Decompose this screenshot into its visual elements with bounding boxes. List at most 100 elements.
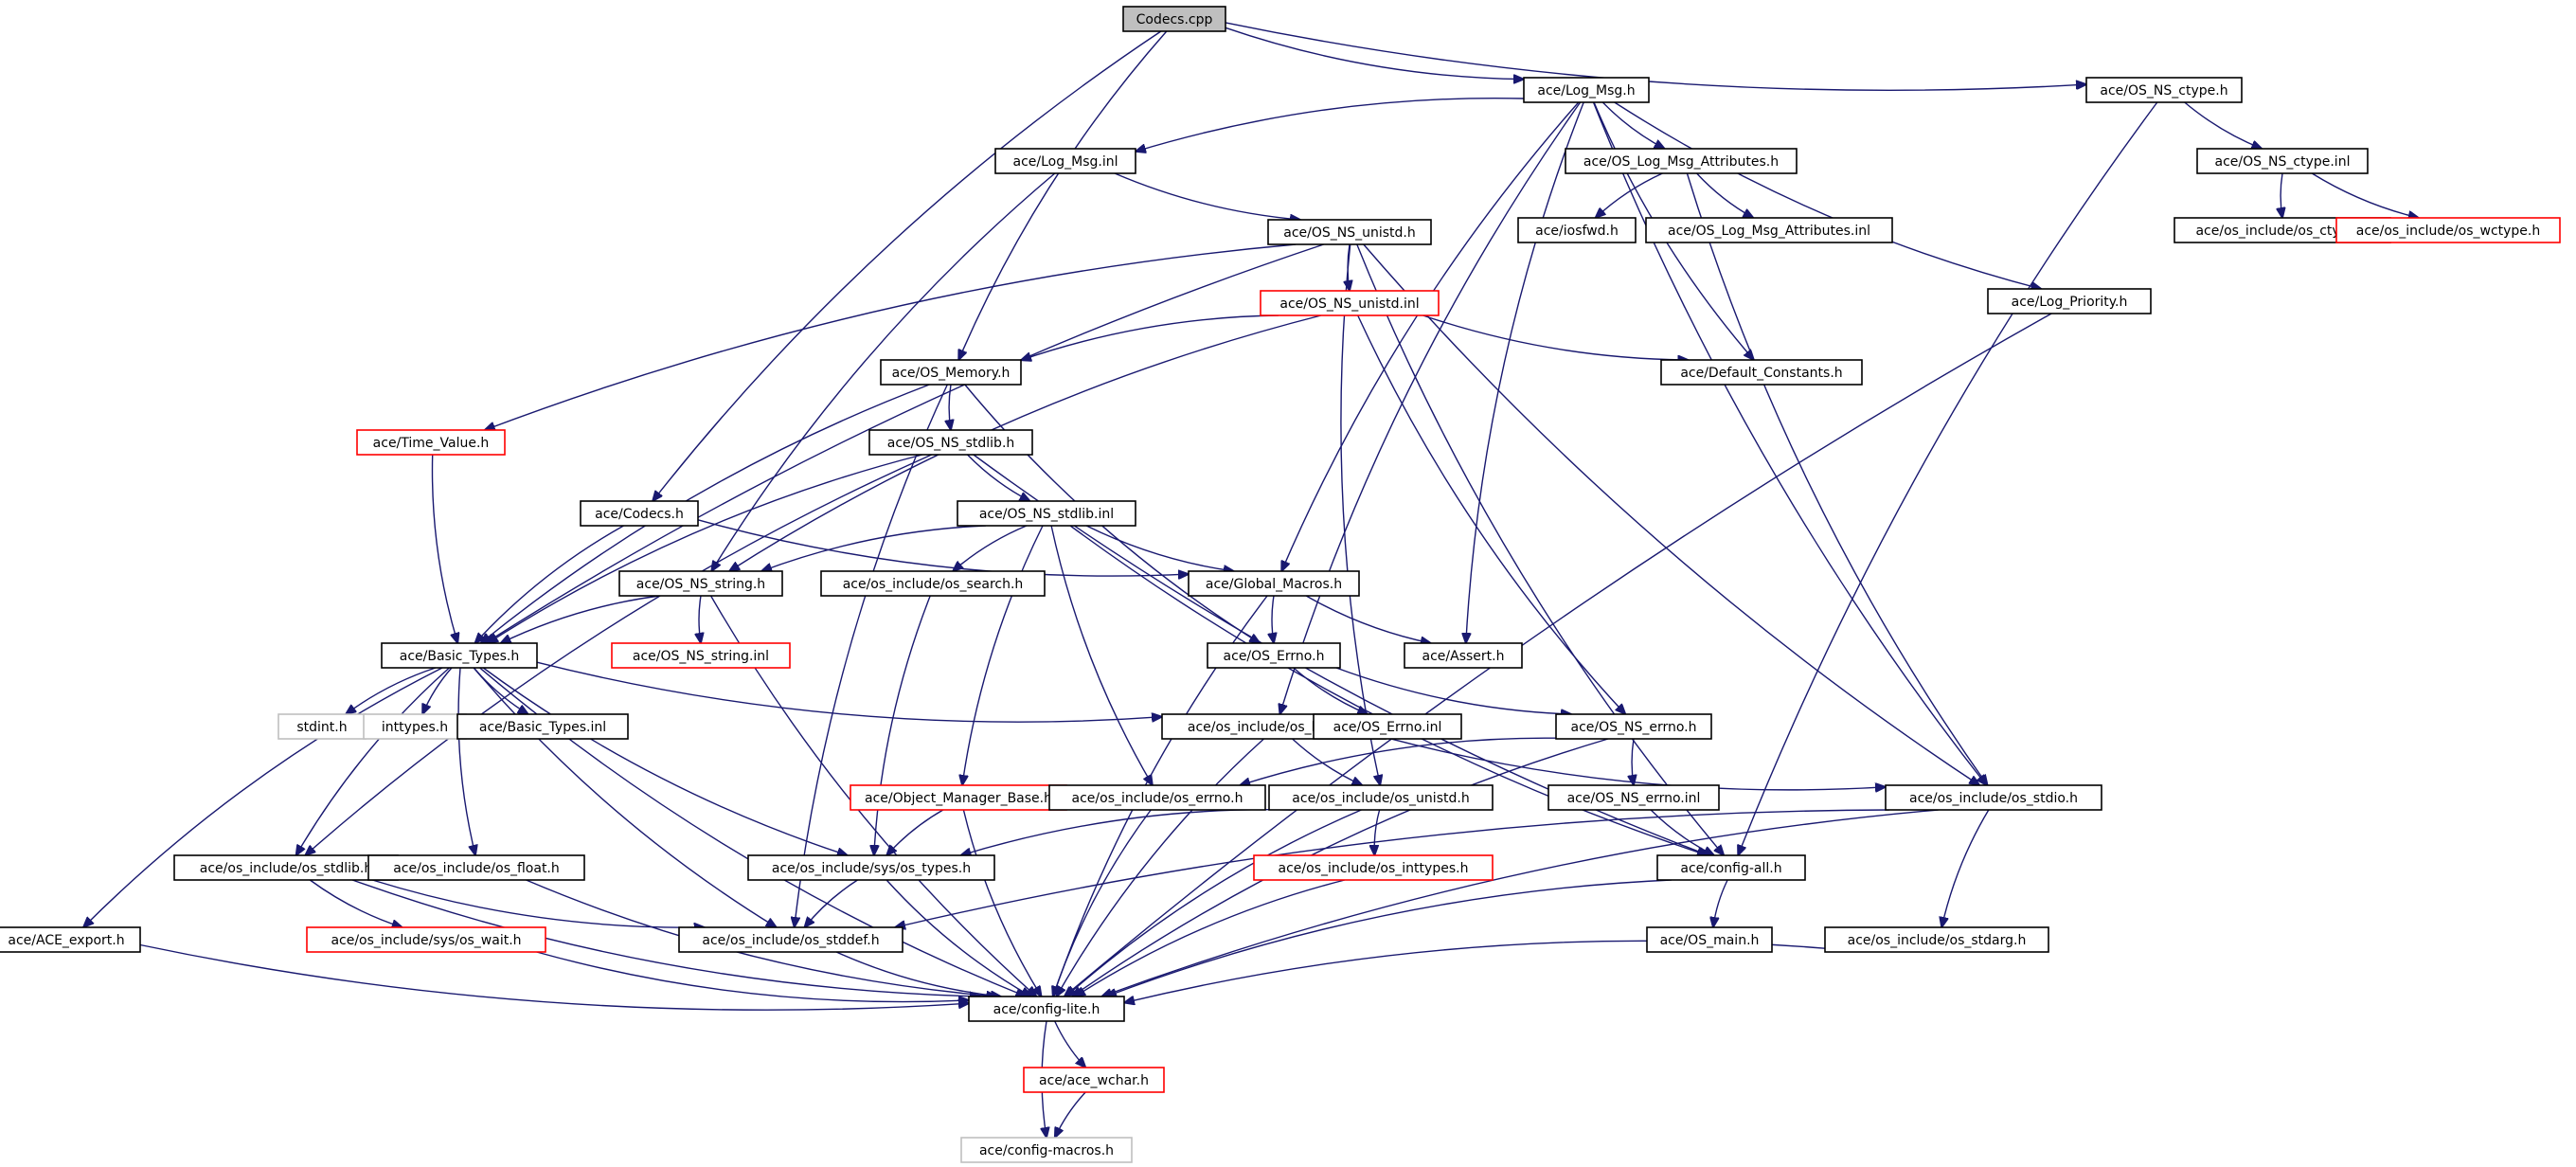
node-globalmacros[interactable]: ace/Global_Macros.h [1188,570,1360,597]
node-basictypes-inl[interactable]: ace/Basic_Types.inl [456,713,629,740]
node-os-float[interactable]: ace/os_include/os_float.h [367,854,585,881]
node-osnsstring-inl[interactable]: ace/OS_NS_string.inl [611,642,791,669]
node-label: ace/OS_NS_string.h [636,577,765,592]
node-box [1645,217,1893,243]
node-os-stddef[interactable]: ace/os_include/os_stddef.h [678,926,903,953]
edge-oslimits-to-os_stdio [1385,736,1886,790]
node-osnsctype-h[interactable]: ace/OS_NS_ctype.h [2085,77,2243,103]
edge-basictypes_h-to-os_stdlib [296,667,450,855]
node-aceexport[interactable]: ace/ACE_export.h [0,926,141,953]
node-label: ace/os_include/os_inttypes.h [1279,861,1469,876]
edge-osnsunistd_h-to-configall [1356,243,1724,855]
node-osnsstdlib-h[interactable]: ace/OS_NS_stdlib.h [868,429,1033,456]
node-os-inttypes[interactable]: ace/os_include/os_inttypes.h [1253,854,1494,881]
node-ossearch[interactable]: ace/os_include/os_search.h [820,570,1046,597]
edge-osnsstring_h-to-osnsstring_inl [699,595,701,643]
node-box [580,500,699,527]
edge-configall-to-configlite [1106,879,1672,996]
edge-osnsstdlib_inl-to-globalmacros [1085,525,1234,571]
node-inttypes[interactable]: inttypes.h [363,713,467,740]
node-box [1260,290,1440,316]
node-logmsg-inl[interactable]: ace/Log_Msg.inl [994,148,1136,174]
node-os-unistd[interactable]: ace/os_include/os_unistd.h [1268,784,1494,811]
edge-os_unistd-to-configlite [1066,809,1362,996]
node-logprio[interactable]: ace/Log_Priority.h [1987,288,2152,314]
node-root[interactable]: Codecs.cpp [1122,6,1226,32]
node-basictypes-h[interactable]: ace/Basic_Types.h [381,642,538,669]
edge-osnsctype_inl-to-osctype [2281,172,2282,218]
node-label: ace/Object_Manager_Base.h [865,791,1052,806]
node-oserrno-inl[interactable]: ace/OS_Errno.inl [1313,713,1462,740]
edge-root-to-osmemory [958,30,1168,360]
node-label: ace/Time_Value.h [373,436,490,451]
node-configmacros[interactable]: ace/config-macros.h [960,1137,1133,1163]
node-box [1987,288,2152,314]
node-label: ace/os_include/os_unistd.h [1292,791,1469,806]
node-assert[interactable]: ace/Assert.h [1404,642,1523,669]
node-os-stdlib[interactable]: ace/os_include/os_stdlib.h [173,854,399,881]
node-osnsunistd-inl[interactable]: ace/OS_NS_unistd.inl [1260,290,1440,316]
node-codecs-h[interactable]: ace/Codecs.h [580,500,699,527]
node-oslogattr-h[interactable]: ace/OS_Log_Msg_Attributes.h [1565,148,1798,174]
node-os-stdarg[interactable]: ace/os_include/os_stdarg.h [1824,926,2049,953]
node-label: ace/os_include/os_ctype.h [2195,224,2369,239]
node-iosfwd[interactable]: ace/iosfwd.h [1517,217,1637,243]
edge-os_stdio-to-os_stddef [895,809,1889,927]
node-box [1517,217,1637,243]
node-acewchar[interactable]: ace/ace_wchar.h [1023,1067,1165,1093]
edge-acewchar-to-configmacros [1055,1091,1086,1138]
node-osnsstring-h[interactable]: ace/OS_NS_string.h [618,570,783,597]
node-box [678,926,903,953]
edge-osnsstdlib_h-to-os_stdlib [305,454,932,855]
node-osnsstdlib-inl[interactable]: ace/OS_NS_stdlib.inl [957,500,1136,527]
node-label: inttypes.h [382,720,448,735]
node-os-stdio[interactable]: ace/os_include/os_stdio.h [1885,784,2102,811]
node-osnsctype-inl[interactable]: ace/OS_NS_ctype.inl [2196,148,2369,174]
node-box [1268,784,1494,811]
edge-os_stdio-to-os_stdarg [1941,809,1990,927]
node-defconst[interactable]: ace/Default_Constants.h [1660,359,1863,386]
node-oswctype[interactable]: ace/os_include/os_wctype.h [2335,217,2561,243]
node-osnsunistd-h[interactable]: ace/OS_NS_unistd.h [1267,219,1432,245]
node-objmgrbase[interactable]: ace/Object_Manager_Base.h [850,784,1067,811]
node-ostypes[interactable]: ace/os_include/sys/os_types.h [747,854,995,881]
node-label: ace/ace_wchar.h [1039,1073,1149,1088]
edge-codecs_h-to-basictypes_h [475,525,624,643]
node-timevalue[interactable]: ace/Time_Value.h [356,429,506,456]
node-oswait[interactable]: ace/os_include/sys/os_wait.h [306,926,546,953]
node-configlite[interactable]: ace/config-lite.h [968,996,1125,1022]
node-label: ace/OS_Memory.h [892,366,1011,381]
edge-osnsunistd_h-to-os_stdio [1363,243,1979,785]
node-stdint[interactable]: stdint.h [277,713,367,740]
node-oserrno-h[interactable]: ace/OS_Errno.h [1207,642,1341,669]
node-label: ace/config-lite.h [993,1002,1100,1017]
node-osnserrno-h[interactable]: ace/OS_NS_errno.h [1555,713,1712,740]
node-oslogattr-inl[interactable]: ace/OS_Log_Msg_Attributes.inl [1645,217,1893,243]
node-box [1646,926,1773,953]
node-box [381,642,538,669]
node-label: ace/os_include/os_search.h [843,577,1024,592]
edge-osnsstdlib_inl-to-osnsstring_h [761,525,986,571]
node-label: ace/OS_Errno.h [1224,649,1325,664]
node-box [2085,77,2243,103]
node-label: ace/OS_NS_errno.inl [1567,791,1701,806]
node-osnserrno-inl[interactable]: ace/OS_NS_errno.inl [1547,784,1720,811]
edge-timevalue-to-basictypes_h [431,454,457,643]
edge-root-to-osnsctype_h [1225,22,2086,91]
node-label: ace/os_include/os_stdio.h [1909,791,2078,806]
node-box [1885,784,2102,811]
node-logmsg-h[interactable]: ace/Log_Msg.h [1523,77,1650,103]
edge-basictypes_h-to-basictypes_inl [473,667,528,714]
node-label: ace/os_include/os_stddef.h [702,933,879,948]
node-label: ace/Assert.h [1422,649,1505,664]
node-box [960,1137,1133,1163]
node-label: ace/OS_NS_unistd.inl [1279,296,1419,312]
edge-osnserrno_h-to-configlite [1072,738,1609,996]
node-os-errno[interactable]: ace/os_include/os_errno.h [1048,784,1266,811]
edge-basictypes_h-to-inttypes [422,667,453,714]
node-osmain[interactable]: ace/OS_main.h [1646,926,1773,953]
node-configall[interactable]: ace/config-all.h [1656,854,1806,881]
node-osmemory[interactable]: ace/OS_Memory.h [880,359,1022,386]
node-box [747,854,995,881]
